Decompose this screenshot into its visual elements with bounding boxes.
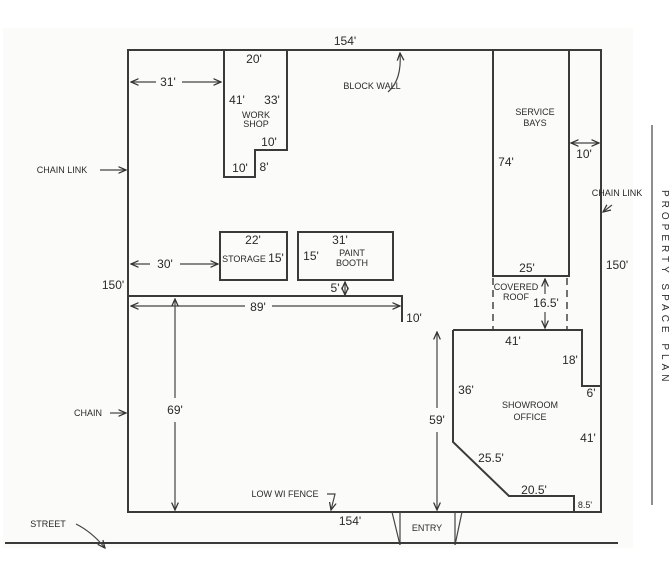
covered-roof-name: COVERED [494, 282, 539, 292]
storage-offset-label: 30' [157, 257, 173, 271]
service-bays-building [492, 49, 570, 277]
storage-width-label: 22' [245, 233, 261, 247]
service-bays-width-label: 25' [519, 261, 535, 275]
low-fence-label: LOW WI FENCE [252, 489, 319, 499]
workshop-bottom-label: 10' [232, 161, 248, 175]
showroom-bottom-step-label: 8.5' [578, 500, 593, 510]
entry-gate [391, 511, 401, 546]
street-label: STREET [30, 519, 66, 529]
bottom-width-label: 154' [339, 514, 361, 528]
showroom-name: SHOWROOM [502, 400, 558, 410]
callout-arrow [603, 205, 613, 212]
workshop-step-v-label: 8' [260, 160, 269, 174]
property-boundary [127, 49, 602, 513]
top-width-label: 154' [334, 34, 356, 48]
callout-arrow [387, 53, 400, 93]
plan-title: PROPERTY SPACE PLAN [659, 190, 670, 386]
storage-depth-label: 15' [268, 251, 284, 265]
front-depth-left-label: 69' [167, 403, 183, 417]
storage-name: STORAGE [222, 254, 266, 264]
chain-left-label: CHAIN [74, 408, 102, 418]
workshop-right-label: 33' [264, 93, 280, 107]
callout-arrow [75, 523, 105, 548]
workshop-left-label: 41' [229, 93, 245, 107]
paint-booth-width-label: 31' [332, 233, 348, 247]
inner-fence-return-label: 10' [406, 311, 422, 325]
showroom-diagonal-label: 25.5' [478, 451, 504, 465]
paint-booth-depth-label: 15' [303, 249, 319, 263]
workshop-name: WORK [242, 110, 270, 120]
left-depth-label: 150' [102, 278, 124, 292]
entry-label: ENTRY [412, 523, 442, 533]
covered-roof-name: ROOF [503, 292, 530, 302]
paint-booth-gap-label: 5' [331, 281, 340, 295]
showroom-left-label: 36' [458, 383, 474, 397]
workshop-offset-label: 31' [160, 75, 176, 89]
showroom-notch-v-label: 18' [562, 353, 578, 367]
showroom-notch-h-label: 6' [587, 386, 596, 400]
chain-link-right-label: CHAIN LINK [592, 188, 643, 198]
inner-fence [128, 295, 403, 322]
front-depth-right-label: 59' [429, 413, 445, 427]
storage-building [219, 231, 288, 281]
service-bays-gap-label: 10' [576, 147, 592, 161]
showroom-right-label: 41' [580, 431, 596, 445]
service-bays-name: BAYS [523, 118, 546, 128]
entry-gate [454, 511, 463, 546]
right-depth-label: 150' [606, 258, 628, 272]
paint-booth-building [297, 231, 394, 281]
paint-booth-name: BOOTH [336, 258, 368, 268]
workshop-step-label: 10' [261, 135, 277, 149]
workshop-building [223, 49, 288, 178]
callout-arrow [327, 493, 335, 510]
paper [3, 28, 633, 548]
workshop-name: SHOP [243, 119, 269, 129]
inner-fence-length-label: 89' [250, 300, 266, 314]
covered-roof-depth-label: 16.5' [533, 296, 559, 310]
showroom-building [452, 329, 601, 512]
workshop-top-label: 20' [246, 52, 262, 66]
service-bays-name: SERVICE [515, 107, 554, 117]
paint-booth-name: PAINT [339, 248, 365, 258]
showroom-top-label: 41' [505, 334, 521, 348]
chain-link-left-label: CHAIN LINK [37, 165, 88, 175]
block-wall-label: BLOCK WALL [343, 81, 400, 91]
service-bays-depth-label: 74' [498, 155, 514, 169]
showroom-name: OFFICE [514, 412, 547, 422]
showroom-bottom-label: 20.5' [521, 483, 547, 497]
